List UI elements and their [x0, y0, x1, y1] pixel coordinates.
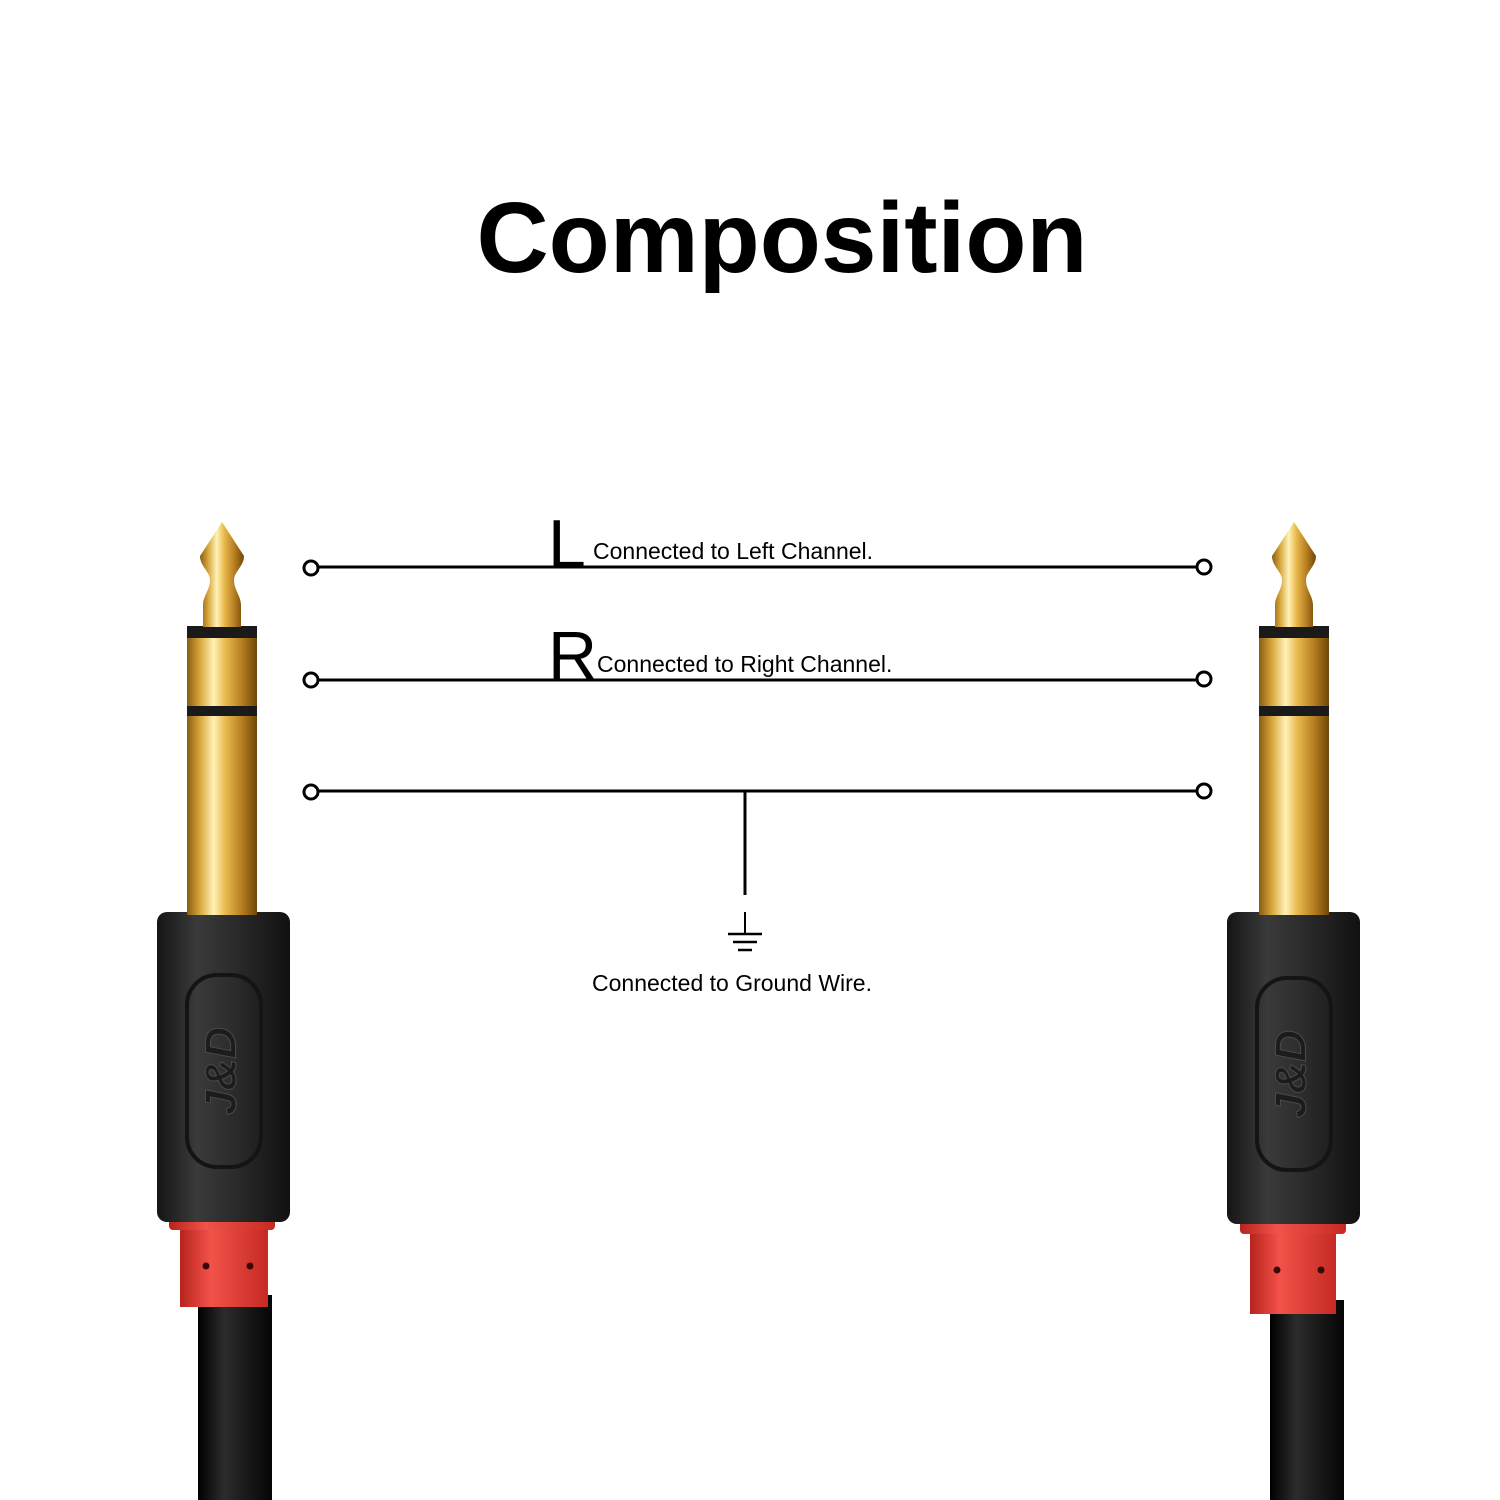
line-endpoint	[302, 783, 320, 801]
line-endpoint	[302, 559, 320, 577]
tip-contact	[1272, 522, 1316, 627]
insulator-ring	[1259, 626, 1329, 638]
line-endpoint	[1195, 670, 1213, 688]
strain-relief-dot	[1317, 1266, 1325, 1274]
ground-wire-label: Connected to Ground Wire.	[592, 970, 872, 996]
right-channel-letter: R	[548, 618, 598, 694]
brand-logo: J&D	[1267, 1030, 1316, 1118]
right-plug: J&D	[1227, 522, 1360, 1500]
line-endpoint	[1195, 782, 1213, 800]
insulator-ring	[187, 704, 257, 716]
insulator-ring	[187, 626, 257, 638]
line-endpoint	[1195, 558, 1213, 576]
sleeve	[1259, 705, 1329, 915]
right-channel-line	[302, 670, 1213, 689]
page-title: Composition	[476, 182, 1088, 294]
ground-symbol-icon	[728, 912, 762, 952]
tip-contact	[200, 522, 244, 627]
logo-plate	[1255, 976, 1333, 1172]
ground-line	[302, 782, 1213, 895]
strain-relief	[180, 1222, 268, 1307]
strain-relief-dot	[202, 1262, 210, 1270]
strain-relief-dot	[246, 1262, 254, 1270]
left-channel-line	[302, 558, 1213, 577]
right-channel-label: Connected to Right Channel.	[597, 651, 893, 677]
left-plug: J&D	[157, 522, 290, 1500]
logo-plate	[185, 973, 263, 1169]
sleeve	[187, 705, 257, 915]
insulator-ring	[1259, 704, 1329, 716]
ring-contact	[1259, 632, 1329, 706]
left-channel-label: Connected to Left Channel.	[593, 538, 874, 564]
ring-contact	[187, 632, 257, 706]
cable	[198, 1295, 272, 1500]
strain-relief-dot	[1273, 1266, 1281, 1274]
line-endpoint	[302, 671, 320, 689]
left-channel-letter: L	[548, 506, 586, 582]
cable	[1270, 1300, 1344, 1500]
brand-logo: J&D	[197, 1027, 246, 1115]
